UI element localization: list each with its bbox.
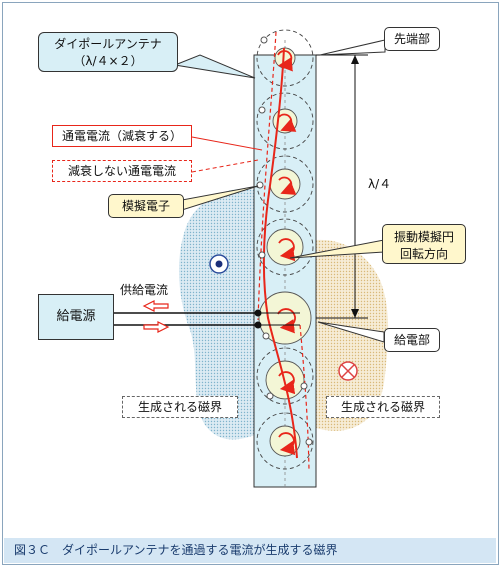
antenna-label-line2: （λ/４×２） bbox=[73, 54, 143, 68]
magnetic-field-left-callout: 生成される磁界 bbox=[122, 396, 238, 418]
supply-current-arrows bbox=[142, 300, 170, 333]
antenna-callout: ダイポールアンテナ （λ/４×２） bbox=[38, 32, 178, 72]
oscillation-label-line2: 回転方向 bbox=[399, 247, 448, 261]
unattenuated-current-label: 減衰しない通電電流 bbox=[67, 164, 176, 178]
power-source-label: 給電源 bbox=[56, 309, 96, 324]
attenuated-current-line bbox=[262, 47, 298, 459]
supply-current-label: 供給電流 bbox=[120, 283, 169, 297]
lambda-label: λ/４ bbox=[368, 177, 392, 191]
attenuated-current-label: 通電電流（減衰する） bbox=[61, 129, 182, 143]
antenna-label-line1: ダイポールアンテナ bbox=[54, 37, 162, 51]
power-source-box: 給電源 bbox=[38, 294, 114, 340]
magnetic-field-right-callout: 生成される磁界 bbox=[326, 396, 440, 418]
tip-callout-tail bbox=[319, 39, 386, 56]
magnetic-field-left-label: 生成される磁界 bbox=[137, 400, 222, 414]
pseudo-electrons bbox=[256, 36, 313, 446]
oscillation-callout: 振動模擬円 回転方向 bbox=[382, 224, 466, 264]
magnetic-field-left-region bbox=[178, 189, 255, 440]
pseudo-electron-callout: 模擬電子 bbox=[108, 194, 184, 218]
field-in-symbol bbox=[338, 361, 358, 381]
figure-caption: 図３Ｃ ダイポールアンテナを通過する電流が生成する磁界 bbox=[4, 538, 496, 563]
tip-callout: 先端部 bbox=[384, 27, 440, 51]
antenna-callout-tail bbox=[173, 54, 256, 79]
pseudo-electron-label: 模擬電子 bbox=[121, 199, 170, 213]
tip-label: 先端部 bbox=[393, 32, 430, 46]
attenuated-current-callout: 通電電流（減衰する） bbox=[52, 125, 192, 147]
magnetic-field-right-label: 生成される磁界 bbox=[340, 400, 425, 414]
oscillation-label-line1: 振動模擬円 bbox=[393, 230, 454, 244]
unattenuated-current-callout: 減衰しない通電電流 bbox=[52, 160, 192, 182]
attenuated-callout-line bbox=[191, 136, 263, 151]
unattenuated-current-line-lower bbox=[299, 324, 310, 471]
unattenuated-callout-line bbox=[191, 159, 259, 173]
magnetic-field-right-region bbox=[316, 239, 389, 431]
feed-point-label: 給電部 bbox=[393, 333, 430, 347]
field-out-symbol bbox=[209, 254, 229, 274]
feed-point-callout: 給電部 bbox=[384, 328, 440, 352]
